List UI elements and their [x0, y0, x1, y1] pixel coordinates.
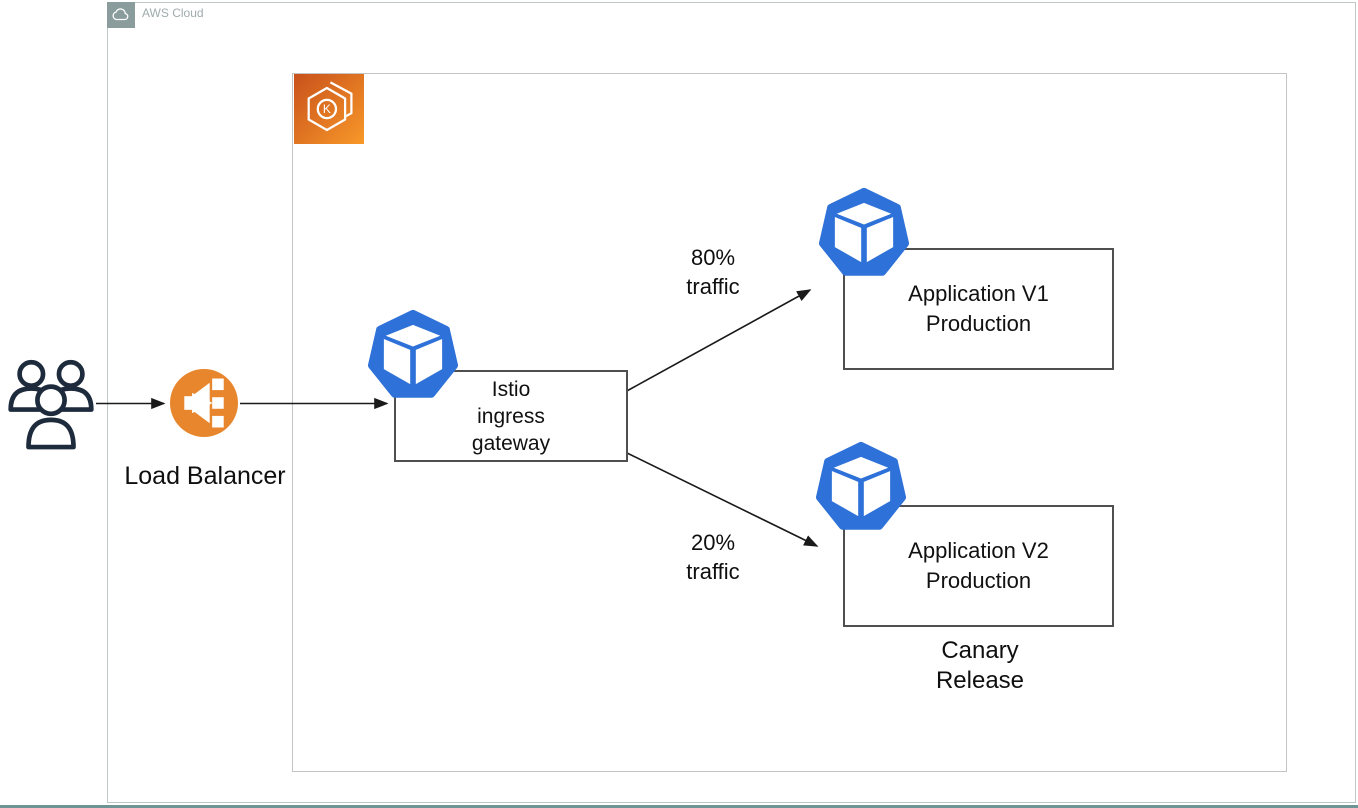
- kubernetes-pod-icon: [814, 440, 908, 534]
- svg-text:K: K: [323, 102, 331, 116]
- aws-cloud-label: AWS Cloud: [142, 6, 204, 20]
- cloud-icon: [112, 8, 129, 21]
- aws-cloud-container: [107, 2, 1356, 803]
- amazon-eks-icon: K: [294, 74, 364, 144]
- traffic-20-label: 20% traffic: [686, 530, 740, 584]
- istio-ingress-gateway-label: Istio ingress gateway: [471, 377, 551, 455]
- application-v2-label: Application V2 Production: [908, 538, 1049, 593]
- kubernetes-pod-icon: [366, 308, 460, 402]
- kubernetes-pod-icon: [817, 186, 911, 280]
- application-v1-node: Application V1 Production: [843, 248, 1114, 370]
- canary-release-label: Canary Release: [935, 637, 1025, 694]
- aws-cloud-badge: [107, 2, 135, 28]
- bottom-edge-strip: [0, 805, 1358, 808]
- load-balancer-icon: [170, 369, 238, 437]
- traffic-80-label: 80% traffic: [686, 245, 740, 299]
- application-v2-node: Application V2 Production: [843, 505, 1114, 627]
- application-v1-label: Application V1 Production: [908, 281, 1049, 336]
- users-icon: [8, 359, 94, 450]
- load-balancer-label: Load Balancer: [124, 462, 286, 490]
